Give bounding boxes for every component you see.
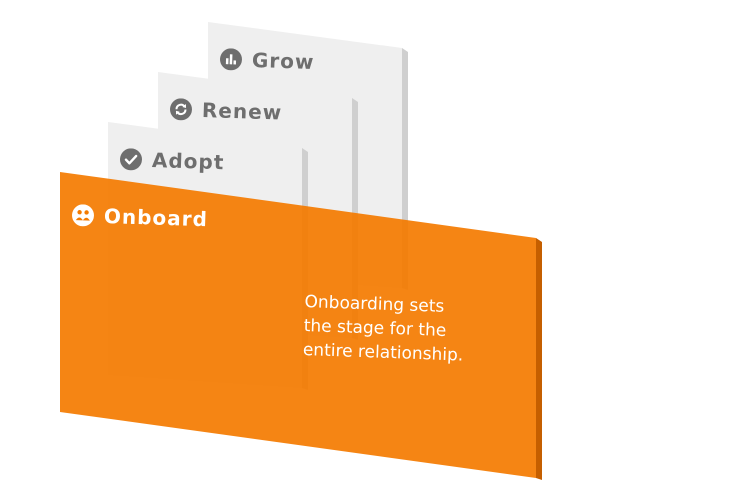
onboard-description: Onboarding sets the stage for the entire… <box>302 290 534 370</box>
stage-label-text: Grow <box>251 48 315 74</box>
bar-chart-icon <box>219 48 243 71</box>
stage-label-text: Onboard <box>103 204 209 232</box>
stage-label-grow: Grow <box>219 47 315 74</box>
stage-label-renew: Renew <box>169 97 283 125</box>
stage-label-text: Renew <box>201 98 283 125</box>
onboard-card <box>60 172 542 480</box>
stage-label-text: Adopt <box>151 148 225 175</box>
checkmark-icon <box>119 148 143 171</box>
stage-label-adopt: Adopt <box>119 147 225 175</box>
people-icon <box>71 204 95 227</box>
refresh-icon <box>169 98 193 121</box>
stage-label-onboard: Onboard <box>71 203 209 232</box>
